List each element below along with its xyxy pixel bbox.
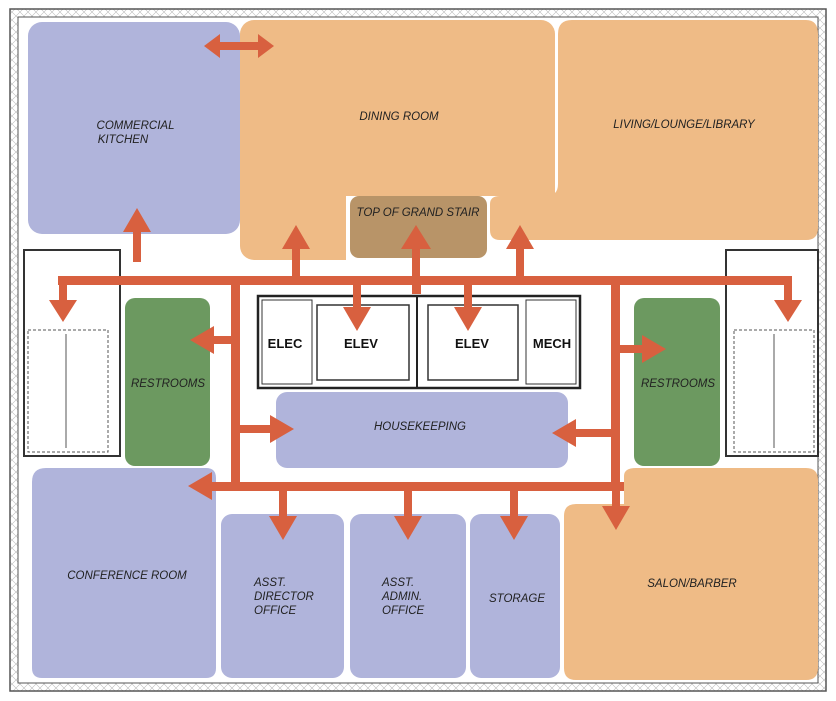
arrow-down-salon: [602, 486, 630, 530]
arrow-left-conference: [188, 472, 235, 500]
building-core: [256, 294, 582, 390]
label-storage: STORAGE: [489, 593, 545, 605]
room-conference-room: [32, 468, 216, 678]
rooms: [28, 20, 818, 680]
room-top-of-grand-stair: [350, 196, 487, 258]
arrow-down-storage: [500, 488, 528, 540]
label-elev-2: ELEV: [455, 336, 489, 351]
elec-room: [261, 299, 313, 385]
label-asst-director-office: ASST. DIRECTOR OFFICE: [253, 577, 317, 617]
arrow-down-director: [269, 488, 297, 540]
arrow-down-stair-right: [774, 278, 802, 322]
corridor-left: [231, 276, 240, 491]
arrow-down-stair-left: [49, 278, 77, 322]
label-restrooms-left: RESTROOMS: [131, 378, 205, 390]
label-asst-admin-office: ASST. ADMIN. OFFICE: [381, 577, 425, 617]
arrow-up-dining: [282, 225, 310, 278]
arrow-left-housekeeping: [552, 419, 615, 447]
arrow-down-elev-2: [454, 283, 482, 331]
room-salon-barber: [564, 468, 818, 680]
core-labels: ELEC ELEV ELEV MECH: [268, 336, 571, 351]
room-restrooms-left: [125, 298, 210, 466]
corridor-upper: [58, 276, 792, 285]
mech-room: [525, 299, 577, 385]
label-living-lounge-library: LIVING/LOUNGE/LIBRARY: [613, 119, 756, 131]
room-labels: COMMERCIAL KITCHEN DINING ROOM LIVING/LO…: [67, 111, 756, 617]
label-elec: ELEC: [268, 336, 303, 351]
arrow-up-grand-stair: [401, 225, 431, 278]
room-living-lounge-library: [490, 20, 818, 240]
label-mech: MECH: [533, 336, 571, 351]
circulation-arrows: [49, 34, 802, 540]
label-elev-1: ELEV: [344, 336, 378, 351]
corridor-right: [611, 276, 620, 491]
room-asst-director-office: [221, 514, 344, 678]
corridor-center: [412, 276, 421, 294]
label-top-of-grand-stair: TOP OF GRAND STAIR: [357, 207, 480, 219]
arrow-up-living: [506, 225, 534, 278]
room-commercial-kitchen: [28, 22, 240, 234]
room-storage: [470, 514, 560, 678]
arrow-kitchen-dining: [204, 34, 274, 58]
arrow-down-admin: [394, 488, 422, 540]
arrow-right-restrooms: [616, 335, 666, 363]
label-housekeeping: HOUSEKEEPING: [374, 421, 466, 433]
label-dining-room: DINING ROOM: [359, 111, 439, 123]
room-housekeeping: [276, 392, 568, 468]
arrow-down-elev-1: [343, 283, 371, 331]
arrow-up-kitchen: [123, 208, 151, 262]
room-restrooms-right: [634, 298, 720, 466]
label-conference-room: CONFERENCE ROOM: [67, 570, 187, 582]
room-asst-admin-office: [350, 514, 466, 678]
corridor-lower: [212, 482, 624, 491]
label-restrooms-right: RESTROOMS: [641, 378, 715, 390]
label-salon-barber: SALON/BARBER: [647, 578, 736, 590]
arrow-right-housekeeping: [236, 415, 294, 443]
label-commercial-kitchen: COMMERCIAL KITCHEN: [97, 120, 178, 146]
arrow-left-restrooms: [190, 326, 235, 354]
